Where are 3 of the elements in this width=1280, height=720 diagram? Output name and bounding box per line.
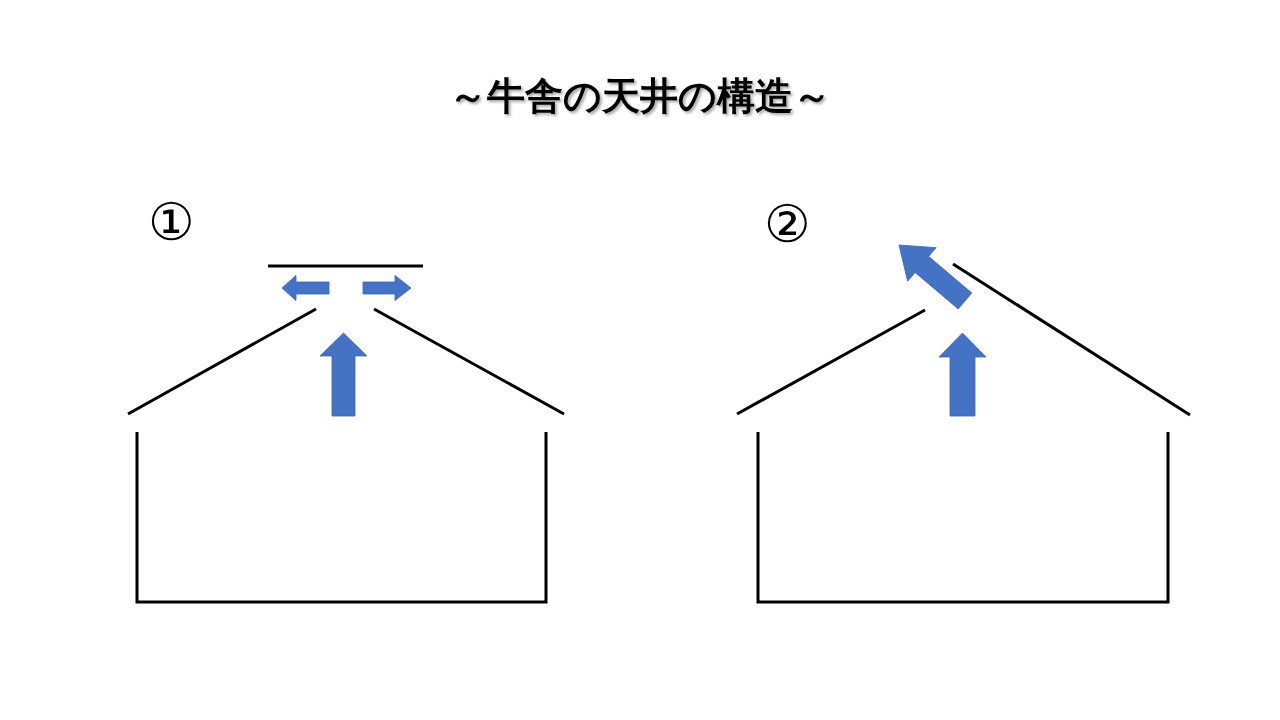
panel-number: ① [148,194,195,250]
title: ～牛舎の天井の構造～ [449,74,831,118]
panel-number: ② [764,196,811,252]
